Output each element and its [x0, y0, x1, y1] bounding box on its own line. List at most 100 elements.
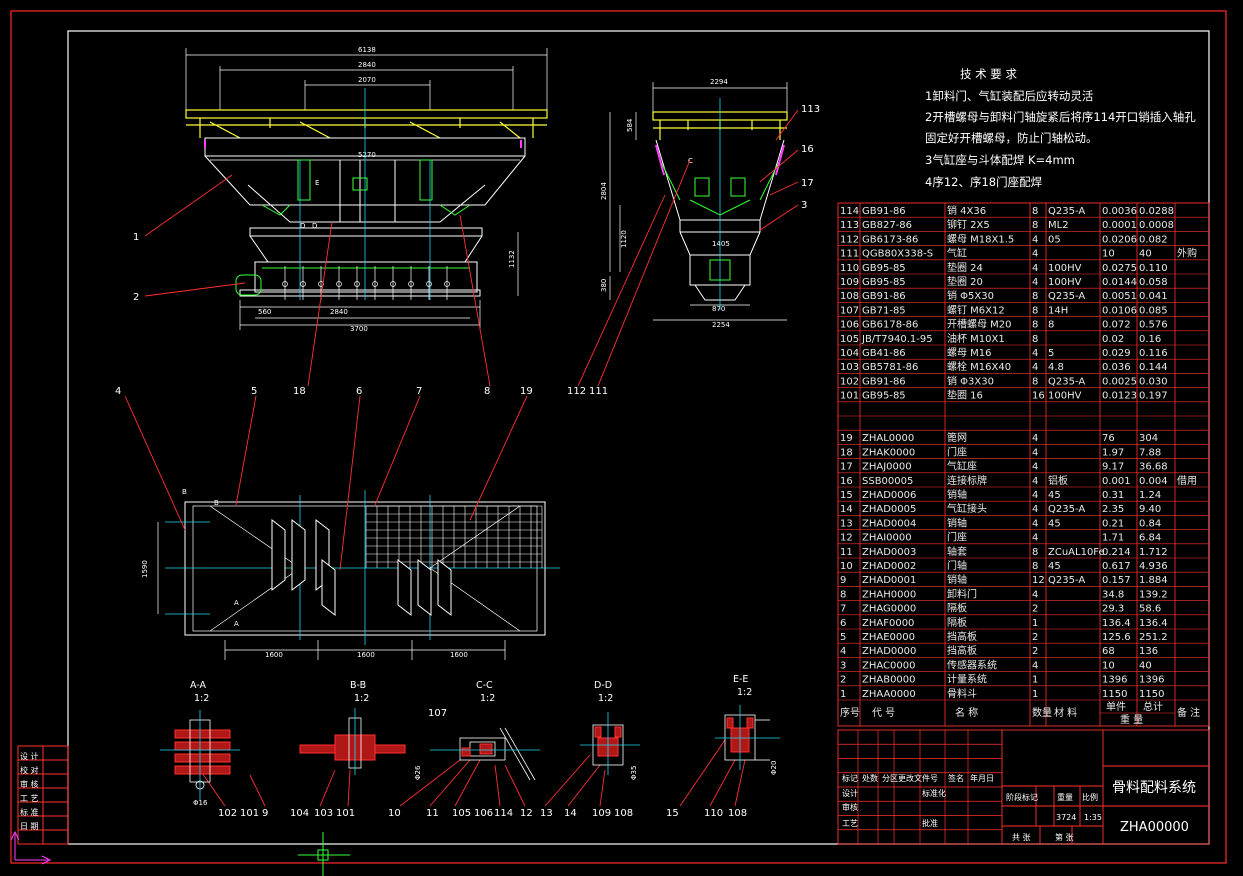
- parts-cell: 销轴: [947, 488, 967, 501]
- parts-cell: 4: [1032, 263, 1038, 274]
- parts-cell: 1.884: [1139, 575, 1168, 586]
- tb-designer: 设计: [842, 788, 858, 798]
- parts-cell: 14H: [1048, 305, 1068, 316]
- parts-cell: 0.0288: [1139, 206, 1174, 217]
- parts-cell: 2: [1032, 632, 1038, 643]
- parts-cell: Q235-A: [1048, 376, 1085, 387]
- parts-cell: 1396: [1139, 675, 1164, 686]
- parts-cell: 102: [840, 376, 859, 387]
- parts-cell: GB41-86: [862, 348, 906, 359]
- parts-cell: GB95-85: [862, 263, 906, 274]
- scale-label: 比例: [1082, 792, 1098, 802]
- balloon-4: 4: [115, 386, 121, 397]
- parts-cell: 卸料门: [947, 587, 977, 600]
- parts-cell: 门座: [947, 531, 967, 544]
- balloon-5: 5: [251, 386, 257, 397]
- dim-2840-top: 2840: [358, 61, 376, 69]
- parts-cell: 4.936: [1139, 561, 1168, 572]
- side-view-letter-c: C: [688, 157, 693, 165]
- parts-cell: 气缸座: [947, 460, 977, 473]
- parts-cell: 113: [840, 220, 859, 231]
- balloon-8: 8: [484, 386, 490, 397]
- parts-cell: ZHAD0002: [862, 561, 916, 572]
- front-view: 6138 2840 2070 5270: [185, 46, 548, 333]
- dim-2070: 2070: [358, 76, 376, 84]
- parts-cell: 1150: [1102, 689, 1127, 700]
- parts-cell: 挡高板: [947, 644, 977, 657]
- plan-view: 1590 1600 1600 1600 B B A A: [141, 488, 560, 660]
- parts-header-cell: 数量: [1032, 706, 1052, 719]
- parts-cell: ZHAD0000: [862, 646, 916, 657]
- parts-cell: 销 4X36: [947, 204, 986, 217]
- parts-cell: 0.0008: [1139, 220, 1174, 231]
- parts-cell: 门座: [947, 445, 967, 458]
- parts-cell: 8: [1032, 561, 1038, 572]
- drawing-number: ZHA00000: [1120, 820, 1189, 835]
- tb-process: 工艺: [842, 819, 858, 828]
- section-e-title: E-E: [733, 674, 748, 685]
- parts-cell: GB91-86: [862, 291, 906, 302]
- parts-cell: 105: [840, 334, 859, 345]
- parts-cell: 外购: [1177, 247, 1197, 260]
- parts-header-cell: 材 料: [1054, 706, 1077, 719]
- parts-cell: 传感器系统: [947, 658, 997, 671]
- plan-letter-b2: B: [214, 499, 219, 507]
- parts-cell: 8: [1032, 334, 1038, 345]
- parts-cell: 4: [1032, 504, 1038, 515]
- plan-dim-1600-c: 1600: [450, 651, 468, 659]
- tb-date: 年月日: [970, 773, 994, 783]
- view-letter-e: E: [315, 179, 319, 187]
- balloon-b-13: 13: [540, 808, 553, 819]
- section-c-title: C-C: [476, 680, 493, 691]
- parts-cell: 8: [1048, 320, 1054, 331]
- parts-cell: 1150: [1139, 689, 1164, 700]
- parts-cell: GB95-85: [862, 391, 906, 402]
- parts-cell: GB6173-86: [862, 234, 918, 245]
- parts-cell: 05: [1048, 234, 1061, 245]
- parts-cell: 0.036: [1102, 362, 1131, 373]
- balloon-b-110: 110: [704, 808, 723, 819]
- side-dim-584: 584: [626, 118, 634, 132]
- parts-cell: ZHAK0000: [862, 447, 915, 458]
- section-a-scale: 1:2: [194, 693, 209, 704]
- parts-cell: ZHAD0006: [862, 490, 916, 501]
- parts-cell: ZHAF0000: [862, 618, 914, 629]
- parts-cell: GB6178-86: [862, 320, 918, 331]
- parts-cell: 4: [1032, 490, 1038, 501]
- parts-cell: 136.4: [1102, 618, 1131, 629]
- balloon-b-105: 105: [452, 808, 471, 819]
- parts-cell: 0.085: [1139, 305, 1168, 316]
- parts-cell: 0.058: [1139, 277, 1168, 288]
- parts-cell: 104: [840, 348, 859, 359]
- parts-cell: 1: [1032, 689, 1038, 700]
- side-dim-2254: 2254: [712, 321, 730, 329]
- parts-cell: 0.0106: [1102, 305, 1137, 316]
- parts-cell: 0.0036: [1102, 206, 1137, 217]
- parts-cell: 107: [840, 305, 859, 316]
- parts-cell: 2.35: [1102, 504, 1124, 515]
- parts-cell: ZHAC0000: [862, 660, 915, 671]
- parts-header-cell: 代 号: [872, 707, 895, 719]
- tb-change-doc: 更改文件号: [898, 773, 938, 783]
- section-d-scale: 1:2: [598, 693, 613, 704]
- parts-cell: 34.8: [1102, 589, 1124, 600]
- parts-cell: 45: [1048, 518, 1061, 529]
- balloon-1: 1: [133, 232, 139, 243]
- parts-cell: 1: [840, 689, 846, 700]
- parts-cell: 3: [840, 660, 846, 671]
- parts-cell: GB5781-86: [862, 362, 918, 373]
- parts-cell: 12: [1032, 575, 1045, 586]
- parts-cell: 2: [1032, 604, 1038, 615]
- parts-cell: 挡高板: [947, 630, 977, 643]
- parts-cell: 0.16: [1139, 334, 1161, 345]
- tech-req-title: 技 术 要 求: [960, 67, 1017, 81]
- side-dim-2294: 2294: [710, 78, 728, 86]
- parts-cell: 4: [1032, 589, 1038, 600]
- parts-cell: 计量系统: [947, 673, 987, 686]
- parts-cell: 0.0275: [1102, 263, 1137, 274]
- plan-letter-b1: B: [182, 488, 187, 496]
- parts-cell: GB91-86: [862, 376, 906, 387]
- parts-cell: 14: [840, 504, 853, 515]
- section-views: A-A 1:2 B-B 1:2 C-C 1:2 D-D 1:2 E-E 1:2 …: [160, 674, 780, 807]
